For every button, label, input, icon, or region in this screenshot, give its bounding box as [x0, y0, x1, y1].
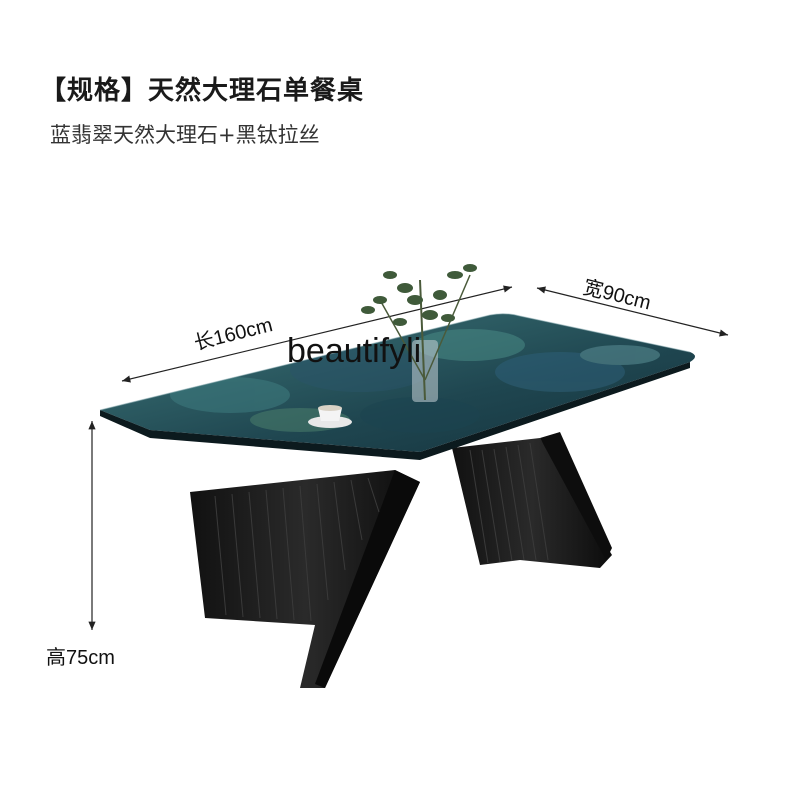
length-label: 长160cm	[192, 313, 275, 355]
vase-with-plant	[361, 264, 477, 402]
coffee-cup	[308, 405, 352, 428]
height-label: 高75cm	[46, 646, 115, 669]
spec-title: 【规格】天然大理石单餐桌	[40, 76, 365, 106]
spec-subtitle: 蓝翡翠天然大理石+黑钛拉丝	[50, 123, 320, 147]
front-leg	[190, 470, 420, 688]
width-label: 宽90cm	[581, 276, 653, 315]
width-dimension-line	[536, 286, 729, 337]
length-dimension-line	[121, 285, 513, 383]
marble-tabletop	[99, 313, 695, 460]
back-leg	[452, 432, 612, 568]
watermark-text: beautifyli	[287, 332, 421, 370]
